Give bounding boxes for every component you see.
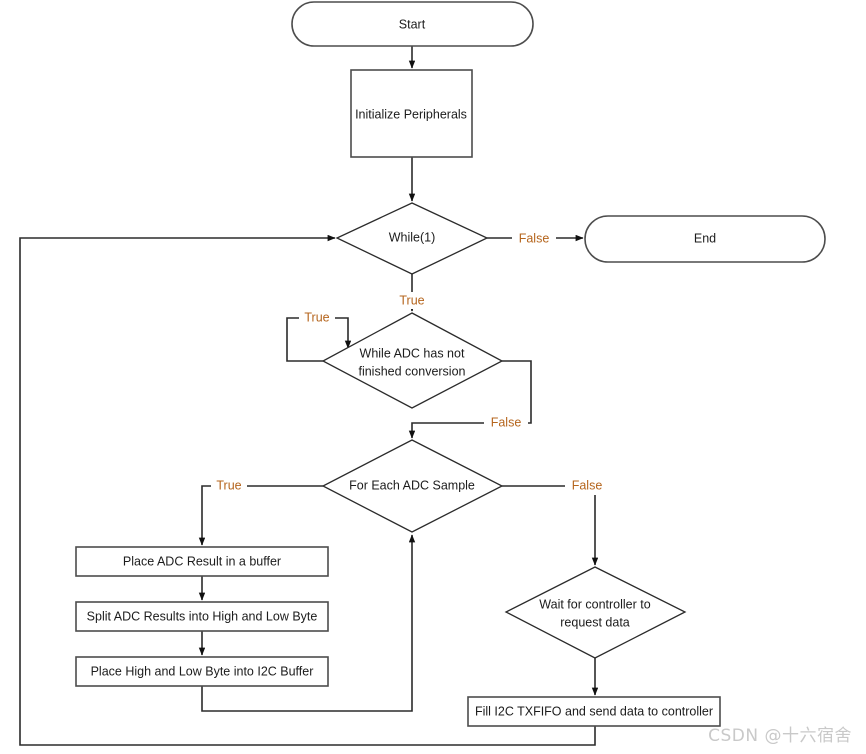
node-wait-for-controller-label-line2: request data	[560, 615, 630, 629]
edge-label-bg	[394, 292, 430, 309]
edge-label-while1-true: True	[399, 293, 424, 307]
node-place-bytes-i2c-buffer[interactable]: Place High and Low Byte into I2C Buffer	[75, 656, 329, 687]
node-split-adc-results-label: Split ADC Results into High and Low Byte	[87, 609, 318, 623]
node-fill-i2c-txfifo[interactable]: Fill I2C TXFIFO and send data to control…	[467, 696, 721, 727]
node-fill-i2c-txfifo-label: Fill I2C TXFIFO and send data to control…	[475, 704, 713, 718]
node-for-each-adc-sample-label: For Each ADC Sample	[349, 478, 475, 492]
edge-label-foreach-true: True	[216, 478, 241, 492]
edge-foreach-false-to-wait	[502, 485, 599, 566]
node-initialize-peripherals[interactable]: Initialize Peripherals	[350, 69, 473, 158]
edge-foreach-true-to-place-buffer	[198, 485, 323, 546]
node-adc-wait[interactable]: While ADC has not finished conversion	[321, 312, 504, 409]
edge-label-adc-true: True	[304, 310, 329, 324]
node-place-adc-result-buffer[interactable]: Place ADC Result in a buffer	[75, 546, 329, 577]
node-start[interactable]: Start	[291, 1, 534, 47]
edge-label-bg	[565, 478, 609, 495]
edge-label-bg	[211, 478, 247, 495]
edge-label-bg	[484, 414, 528, 431]
node-wait-for-controller[interactable]: Wait for controller to request data	[504, 566, 687, 659]
csdn-watermark: CSDN @十六宿舍	[708, 726, 852, 746]
node-initialize-peripherals-label: Initialize Peripherals	[355, 107, 467, 121]
edge-label-foreach-false: False	[572, 478, 603, 492]
node-adc-wait-label-line1: While ADC has not	[360, 346, 465, 360]
node-wait-for-controller-label-line1: Wait for controller to	[539, 597, 650, 611]
edge-label-bg	[299, 310, 335, 327]
edge-adc-true-selfloop	[286, 317, 352, 362]
node-adc-wait-label-line2: finished conversion	[358, 364, 465, 378]
edge-place-i2c-back-to-foreach	[201, 534, 416, 712]
node-place-adc-result-buffer-label: Place ADC Result in a buffer	[123, 554, 281, 568]
node-split-adc-results[interactable]: Split ADC Results into High and Low Byte	[75, 601, 329, 632]
edge-label-while1-false: False	[519, 231, 550, 245]
node-while1[interactable]: While(1)	[335, 202, 489, 275]
node-for-each-adc-sample[interactable]: For Each ADC Sample	[321, 439, 504, 533]
node-place-bytes-i2c-buffer-label: Place High and Low Byte into I2C Buffer	[91, 664, 314, 678]
edge-fill-txfifo-back-to-while1	[19, 234, 596, 746]
edge-adc-false-to-foreach	[408, 360, 532, 439]
edge-label-adc-false: False	[491, 415, 522, 429]
node-while1-label: While(1)	[389, 230, 436, 244]
node-start-label: Start	[399, 17, 426, 31]
node-end-label: End	[694, 231, 716, 245]
node-end[interactable]: End	[584, 215, 826, 263]
edge-label-bg	[512, 230, 556, 247]
